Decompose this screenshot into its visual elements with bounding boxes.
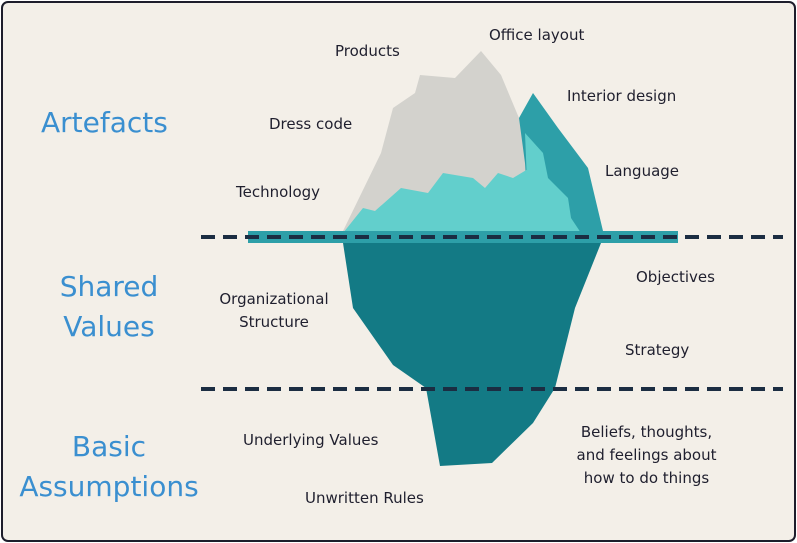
label-strategy: Strategy <box>625 341 690 359</box>
label-beliefs-line1: Beliefs, thoughts, <box>580 423 713 441</box>
label-organizational-structure-line2: Structure <box>239 313 309 331</box>
label-interior-design: Interior design <box>567 87 677 105</box>
iceberg-underwater <box>343 243 601 466</box>
layer-title-shared-values-line1: Shared <box>59 270 159 303</box>
label-organizational-structure-line1: Organizational <box>219 290 329 308</box>
label-beliefs-line3: how to do things <box>583 469 710 487</box>
label-unwritten-rules: Unwritten Rules <box>305 489 424 507</box>
label-language: Language <box>605 162 680 180</box>
layer-title-basic-assumptions-line2: Assumptions <box>19 470 199 503</box>
iceberg-light-band <box>343 163 581 233</box>
iceberg-illustration <box>201 51 783 466</box>
label-underlying-values: Underlying Values <box>243 431 379 449</box>
label-beliefs-line2: and feelings about <box>576 446 717 464</box>
layer-title-artefacts: Artefacts <box>41 106 168 139</box>
layer-title-basic-assumptions: Basic Assumptions <box>13 427 205 507</box>
label-dress-code: Dress code <box>269 115 353 133</box>
label-objectives: Objectives <box>636 268 715 286</box>
iceberg-waterline-band <box>248 231 678 243</box>
label-office-layout: Office layout <box>489 26 585 44</box>
label-products: Products <box>335 42 400 60</box>
layer-title-shared-values: Shared Values <box>53 267 165 347</box>
label-technology: Technology <box>236 183 321 201</box>
label-organizational-structure: Organizational Structure <box>210 288 338 334</box>
layer-title-shared-values-line2: Values <box>63 310 155 343</box>
label-beliefs: Beliefs, thoughts, and feelings about ho… <box>569 421 724 490</box>
layer-title-basic-assumptions-line1: Basic <box>71 430 147 463</box>
